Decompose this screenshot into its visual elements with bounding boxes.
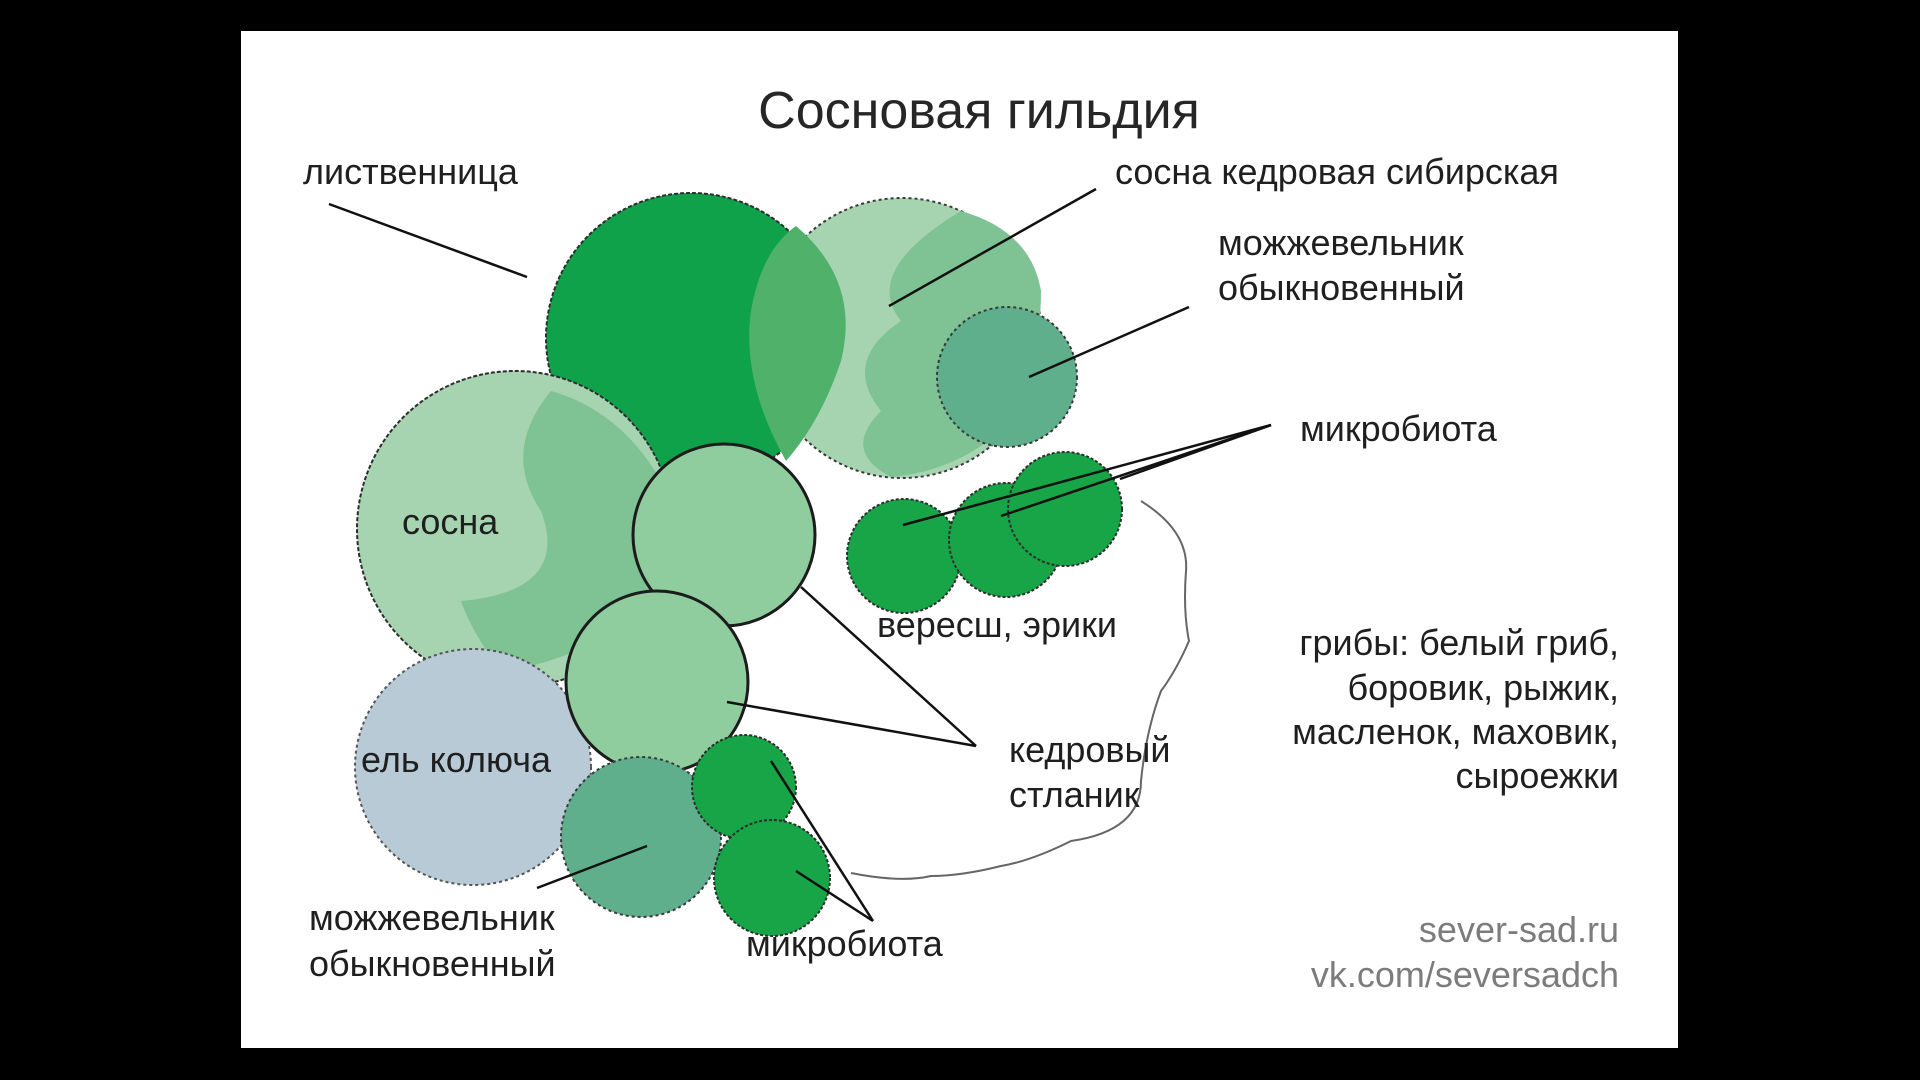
- microbiota-top-crown-1: [846, 498, 962, 614]
- larch-siberian-pine-overlap: [749, 226, 846, 461]
- heather-area-outline: [850, 500, 1191, 880]
- juniper-bottom-label-line2: обыкновенный: [309, 943, 556, 984]
- fungi-line-3: масленок, маховик,: [1292, 711, 1619, 752]
- dwarf-pine-label-line2: стланик: [1009, 774, 1140, 815]
- microbiota-top-crown-3: [1007, 451, 1123, 567]
- credit-vk: vk.com/seversadch: [1311, 954, 1619, 995]
- larch-leader: [328, 202, 528, 279]
- spruce-crown: [354, 648, 592, 886]
- microbiota-bottom-label: микробиота: [746, 923, 944, 964]
- juniper-bottom-leader: [536, 844, 648, 890]
- microbiota-bottom-leader-1: [769, 760, 875, 922]
- dwarf-pine-label-line1: кедровый: [1009, 729, 1171, 770]
- siberian-pine-leader: [888, 187, 1097, 308]
- juniper-top-leader: [1028, 305, 1190, 379]
- juniper-bottom-crown: [560, 756, 722, 918]
- microbiota-bottom-leader-2: [795, 869, 874, 923]
- plant-crowns: [354, 192, 1123, 937]
- fungi-line-4: сыроежки: [1456, 755, 1619, 796]
- dwarf-pine-leader-1: [800, 586, 977, 747]
- dwarf-pine-leader-2: [726, 700, 977, 748]
- fungi-line-2: боровик, рыжик,: [1347, 667, 1619, 708]
- juniper-top-label-line2: обыкновенный: [1218, 267, 1465, 308]
- siberian-pine-label: сосна кедровая сибирская: [1115, 151, 1559, 192]
- microbiota-top-label: микробиота: [1300, 408, 1498, 449]
- slide: Сосновая гильдия лиственница с: [241, 31, 1678, 1048]
- credit-site: sever-sad.ru: [1419, 909, 1619, 950]
- pine-label: сосна: [402, 501, 499, 542]
- juniper-top-crown: [936, 306, 1078, 448]
- juniper-top-label-line1: можжевельник: [1218, 222, 1464, 263]
- microbiota-top-leader-3: [1119, 423, 1272, 481]
- fungi-line-1: грибы: белый гриб,: [1299, 622, 1619, 663]
- microbiota-bottom-crown-2: [713, 819, 831, 937]
- leader-lines: [328, 187, 1272, 923]
- spruce-label: ель колюча: [361, 739, 552, 780]
- larch-label: лиственница: [303, 151, 519, 192]
- fungi-note: грибы: белый гриб, боровик, рыжик, масле…: [1292, 622, 1619, 796]
- diagram-title: Сосновая гильдия: [758, 82, 1200, 140]
- microbiota-top-leader-1: [902, 423, 1272, 527]
- heather-label: вересш, эрики: [877, 604, 1117, 645]
- juniper-bottom-label-line1: можжевельник: [309, 897, 555, 938]
- pine-guild-diagram: Сосновая гильдия лиственница с: [303, 82, 1619, 995]
